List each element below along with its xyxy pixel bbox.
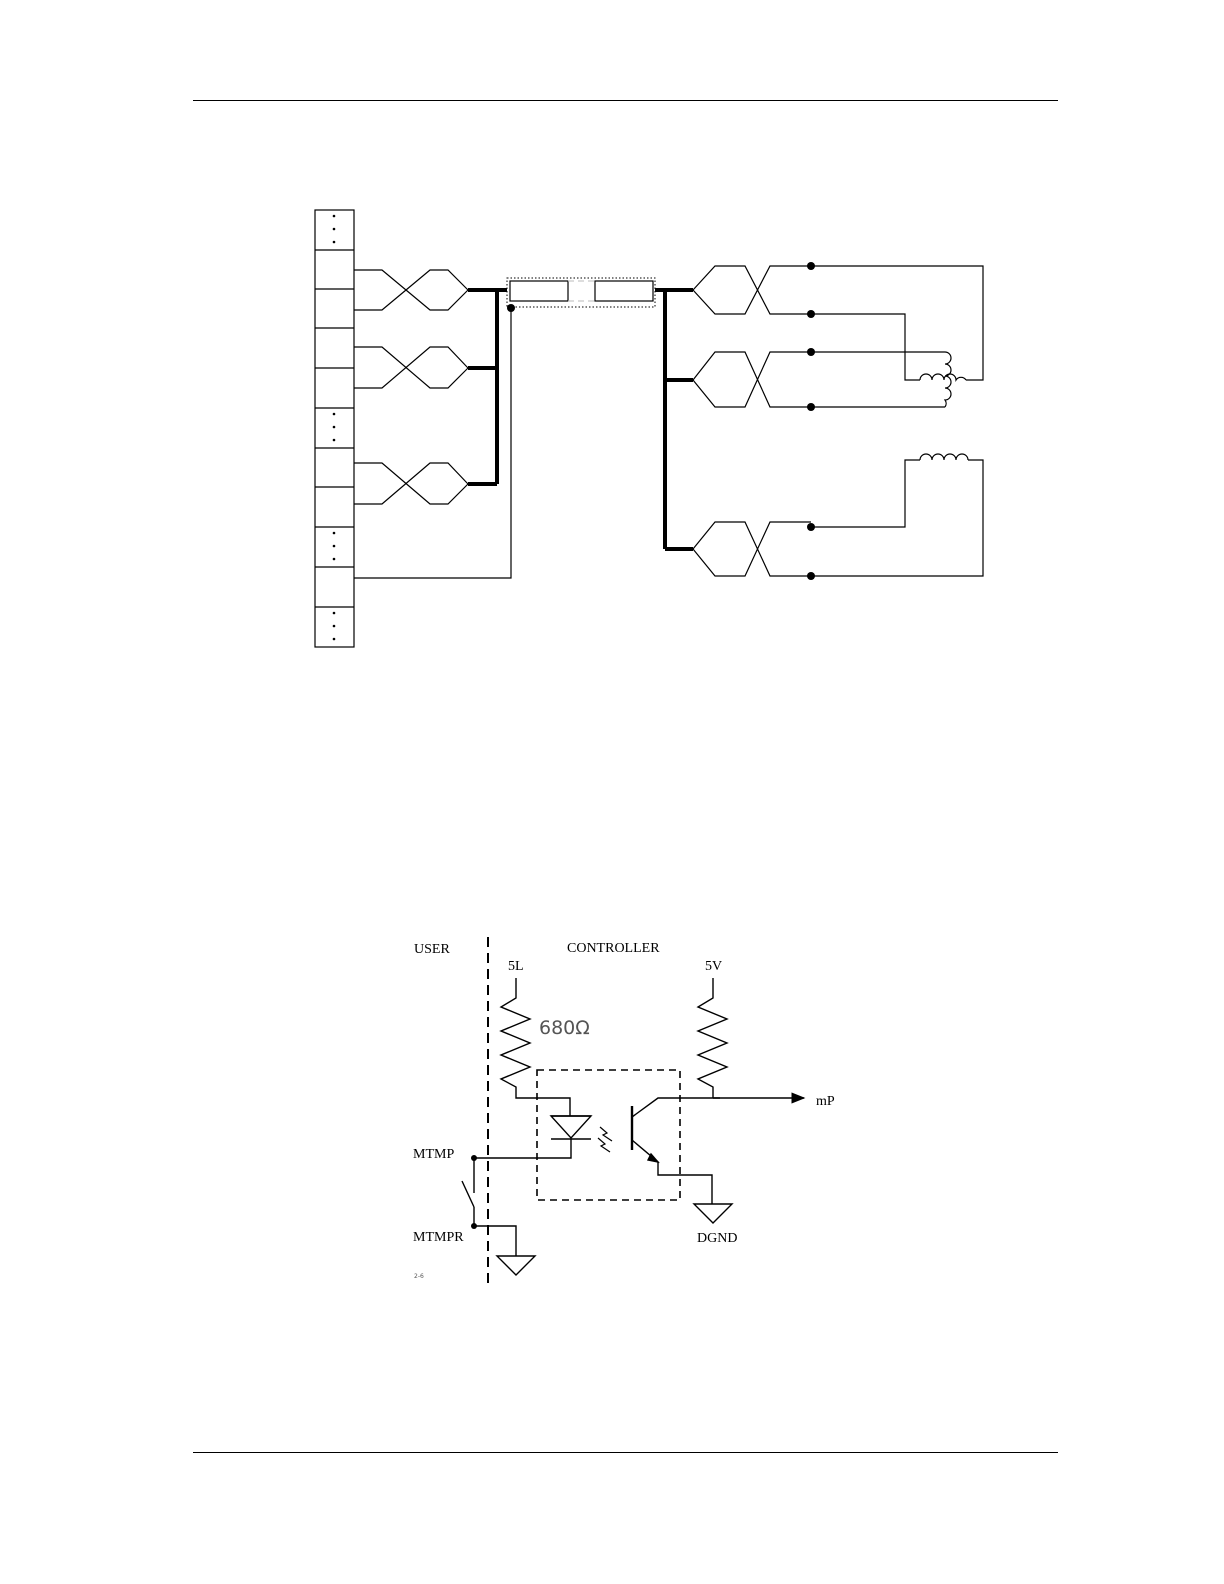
opto-input-schematic: USER CONTROLLER 5L 5V 680Ω mP MTMP MTMPR… bbox=[413, 937, 835, 1288]
output-label: mP bbox=[816, 1094, 835, 1109]
dgnd-ground-icon bbox=[694, 1204, 732, 1223]
shield-junction-dot bbox=[507, 304, 515, 312]
wiring-diagram bbox=[315, 210, 983, 647]
resistor-value-label: 680Ω bbox=[539, 1017, 590, 1039]
mtmp-node-dot bbox=[471, 1155, 477, 1161]
twisted-pair-right-1 bbox=[693, 266, 811, 314]
light-emission-arrows bbox=[598, 1127, 612, 1152]
pullup-resistor bbox=[698, 978, 727, 1098]
twisted-pair-left-3 bbox=[354, 463, 468, 504]
mtmpr-label: MTMPR bbox=[413, 1230, 464, 1245]
mtmpr-node-dot bbox=[471, 1223, 477, 1229]
dgnd-label: DGND bbox=[697, 1231, 737, 1246]
motor-winding-wiring bbox=[811, 266, 983, 576]
user-label: USER bbox=[414, 942, 450, 957]
optocoupler-package bbox=[537, 1070, 680, 1200]
ellipsis-dots bbox=[333, 215, 336, 641]
figure-id-label: 2-6 bbox=[414, 1273, 424, 1280]
twisted-pair-right-3 bbox=[693, 522, 811, 576]
shield-drain-wire bbox=[354, 308, 511, 578]
twisted-pair-left-1 bbox=[354, 270, 468, 310]
shielded-cable bbox=[507, 278, 655, 307]
resistor-680-ohm bbox=[501, 978, 570, 1116]
twisted-pair-left-2 bbox=[354, 347, 468, 388]
junction-dots bbox=[807, 262, 815, 580]
led-diode bbox=[474, 1116, 591, 1158]
controller-label: CONTROLLER bbox=[567, 941, 660, 956]
user-ground-icon bbox=[497, 1256, 535, 1275]
left-bus bbox=[468, 290, 507, 484]
supply-5l-label: 5L bbox=[508, 959, 524, 974]
terminal-block bbox=[315, 210, 354, 647]
supply-5v-label: 5V bbox=[705, 959, 722, 974]
twisted-pair-right-2 bbox=[693, 352, 811, 407]
right-bus bbox=[655, 290, 693, 549]
coil-symbol-upper bbox=[920, 352, 966, 407]
phototransistor bbox=[632, 1098, 720, 1204]
coil-symbol-lower bbox=[920, 454, 968, 460]
mtmp-label: MTMP bbox=[413, 1147, 454, 1162]
